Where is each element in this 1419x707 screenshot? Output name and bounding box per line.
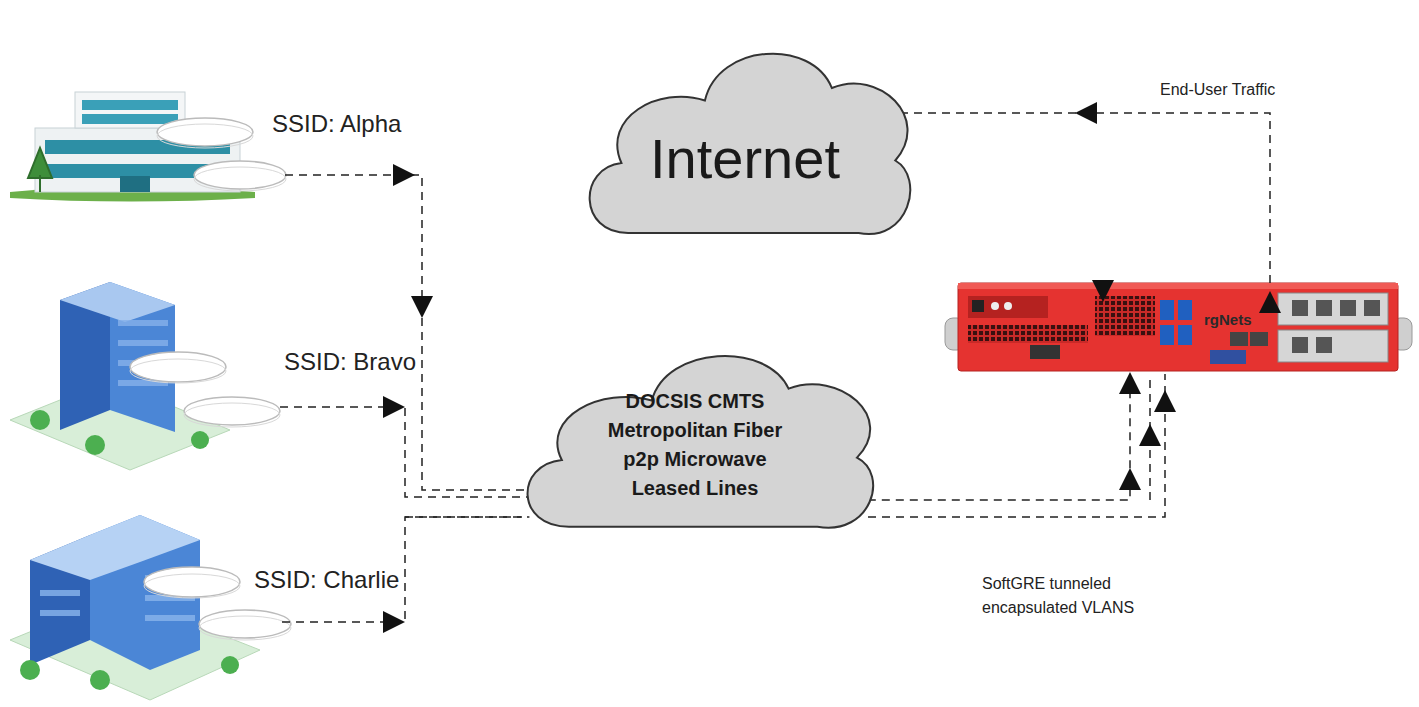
cloud-text-wrap: Internet bbox=[578, 18, 912, 268]
server-appliance: rgNets bbox=[958, 283, 1398, 371]
connector-line bbox=[868, 371, 1130, 500]
logo-text: rgNets bbox=[1202, 311, 1254, 328]
connector-line bbox=[285, 175, 529, 490]
site-building: SSID: Alpha bbox=[10, 80, 285, 205]
dashed-connector bbox=[868, 371, 1141, 500]
building-illustration bbox=[10, 282, 280, 470]
site-building: SSID: Charlie bbox=[0, 500, 290, 705]
ssid-label: SSID: Bravo bbox=[284, 348, 416, 376]
server-illustration bbox=[945, 283, 1412, 371]
arrowhead bbox=[1119, 468, 1141, 490]
connector-line bbox=[895, 113, 1270, 283]
arrowhead bbox=[411, 296, 433, 318]
cloud-label: DOCSIS CMTS Metropolitan Fiber p2p Micro… bbox=[588, 387, 803, 503]
dashed-connector bbox=[280, 396, 529, 497]
cloud-label: Internet bbox=[650, 126, 840, 191]
arrowhead bbox=[1092, 280, 1176, 446]
arrowhead bbox=[383, 396, 405, 418]
site-building: SSID: Bravo bbox=[0, 280, 280, 460]
cloud-text-wrap: DOCSIS CMTS Metropolitan Fiber p2p Micro… bbox=[515, 322, 875, 560]
dashed-connector bbox=[285, 164, 529, 490]
arrowhead bbox=[1259, 291, 1281, 313]
edge-label: SoftGRE tunneled encapsulated VLANS bbox=[980, 572, 1159, 620]
arrowhead bbox=[1075, 102, 1097, 124]
network-cloud: Internet bbox=[578, 18, 912, 268]
arrowhead bbox=[383, 611, 405, 633]
ssid-label: SSID: Charlie bbox=[254, 566, 399, 594]
edge-label: End-User Traffic bbox=[1158, 78, 1277, 102]
arrowhead bbox=[1119, 372, 1141, 394]
network-cloud: DOCSIS CMTS Metropolitan Fiber p2p Micro… bbox=[515, 322, 875, 560]
ssid-label: SSID: Alpha bbox=[272, 110, 401, 138]
building-illustration bbox=[10, 92, 286, 202]
arrowhead bbox=[393, 164, 415, 186]
connector-line bbox=[280, 407, 529, 497]
building-illustration bbox=[10, 515, 291, 700]
dashed-connector bbox=[895, 102, 1281, 313]
